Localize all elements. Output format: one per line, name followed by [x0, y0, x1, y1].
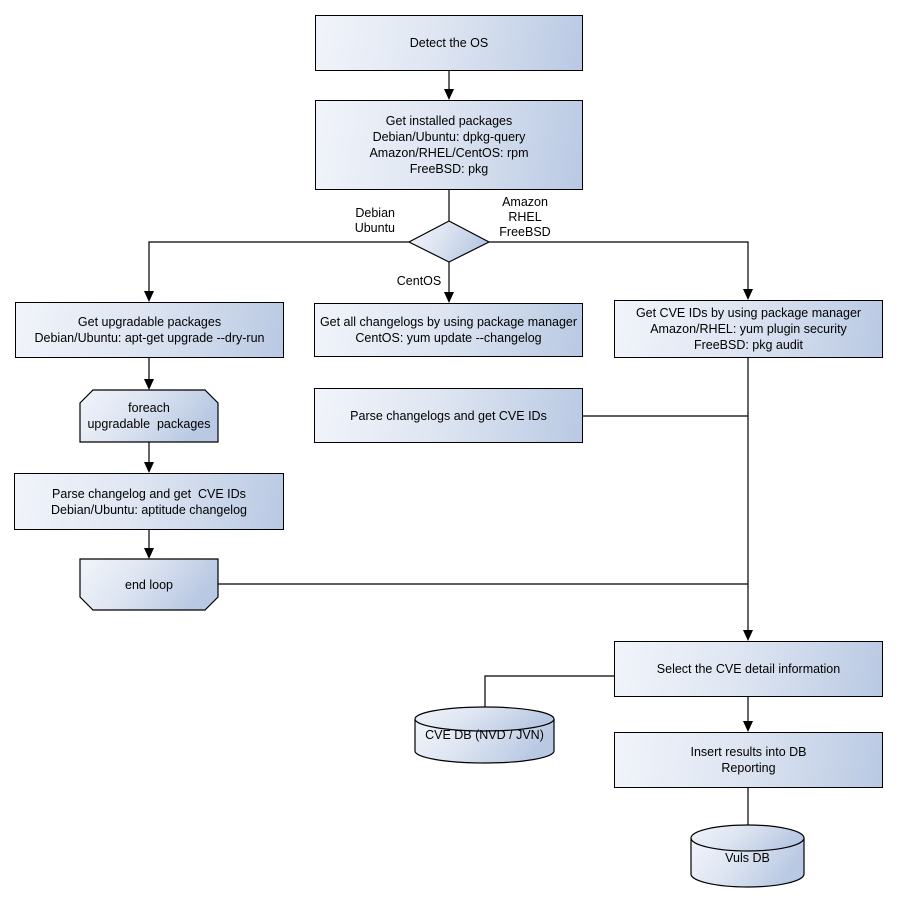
arrowhead [144, 462, 154, 473]
node-parse-changelog: Parse changelog and get CVE IDs Debian/U… [14, 473, 284, 530]
node-parse-changelogs: Parse changelogs and get CVE IDs [314, 388, 583, 443]
node-get-installed-packages: Get installed packages Debian/Ubuntu: dp… [315, 100, 583, 190]
node-get-cve-ids: Get CVE IDs by using package manager Ama… [614, 300, 883, 358]
node-get-all-changelogs: Get all changelogs by using package mana… [314, 303, 583, 357]
connector-cvedb-to-select [484, 675, 614, 707]
arrowhead [144, 548, 154, 559]
node-get-cve-ids-label: Get CVE IDs by using package manager Ama… [635, 306, 862, 352]
connector-decision-to-cveids [489, 241, 749, 290]
node-select-cve-detail-label: Select the CVE detail information [656, 662, 841, 676]
arrowhead [743, 721, 753, 732]
node-detect-os-label: Detect the OS [409, 36, 489, 50]
os-decision-diamond-shape [407, 220, 491, 263]
node-parse-changelog-label: Parse changelog and get CVE IDs Debian/U… [51, 486, 247, 517]
arrowhead [743, 630, 753, 641]
node-parse-changelogs-label: Parse changelogs and get CVE IDs [350, 408, 547, 423]
node-foreach-loop-label: foreach upgradable packages [87, 401, 211, 431]
cve-db-cylinder-shape [414, 706, 555, 764]
edge-label-centos: CentOS [396, 274, 442, 288]
arrowhead [444, 292, 454, 303]
node-get-installed-packages-label: Get installed packages Debian/Ubuntu: dp… [369, 114, 529, 176]
node-get-all-changelogs-label: Get all changelogs by using package mana… [319, 315, 578, 345]
node-get-upgradable-packages-label: Get upgradable packages Debian/Ubuntu: a… [34, 315, 265, 345]
node-detect-os: Detect the OS [315, 15, 583, 71]
node-cve-db-label: CVE DB (NVD / JVN) [425, 728, 544, 742]
foreach-loop-shape [79, 389, 219, 443]
arrowhead [144, 379, 154, 390]
node-select-cve-detail: Select the CVE detail information [614, 641, 883, 697]
node-foreach-loop: foreach upgradable packages [80, 390, 218, 442]
node-get-upgradable-packages: Get upgradable packages Debian/Ubuntu: a… [15, 302, 284, 358]
vuls-db-cylinder-shape [690, 824, 805, 888]
node-insert-results: Insert results into DB Reporting [614, 732, 883, 788]
edge-label-debian-ubuntu: Debian Ubuntu [354, 206, 395, 235]
node-end-loop-label: end loop [125, 577, 173, 592]
arrowhead [444, 89, 454, 100]
arrowhead [144, 291, 154, 302]
node-end-loop: end loop [80, 559, 218, 610]
node-vuls-db-label: Vuls DB [725, 851, 770, 865]
connector-decision-to-upgradable [148, 241, 409, 292]
end-loop-shape [79, 558, 219, 611]
node-insert-results-label: Insert results into DB Reporting [690, 745, 807, 775]
edge-label-amazon-rhel-freebsd: Amazon RHEL FreeBSD [499, 195, 551, 239]
node-cve-db: CVE DB (NVD / JVN) [415, 720, 554, 750]
node-vuls-db: Vuls DB [691, 845, 804, 871]
arrowhead [743, 289, 753, 300]
